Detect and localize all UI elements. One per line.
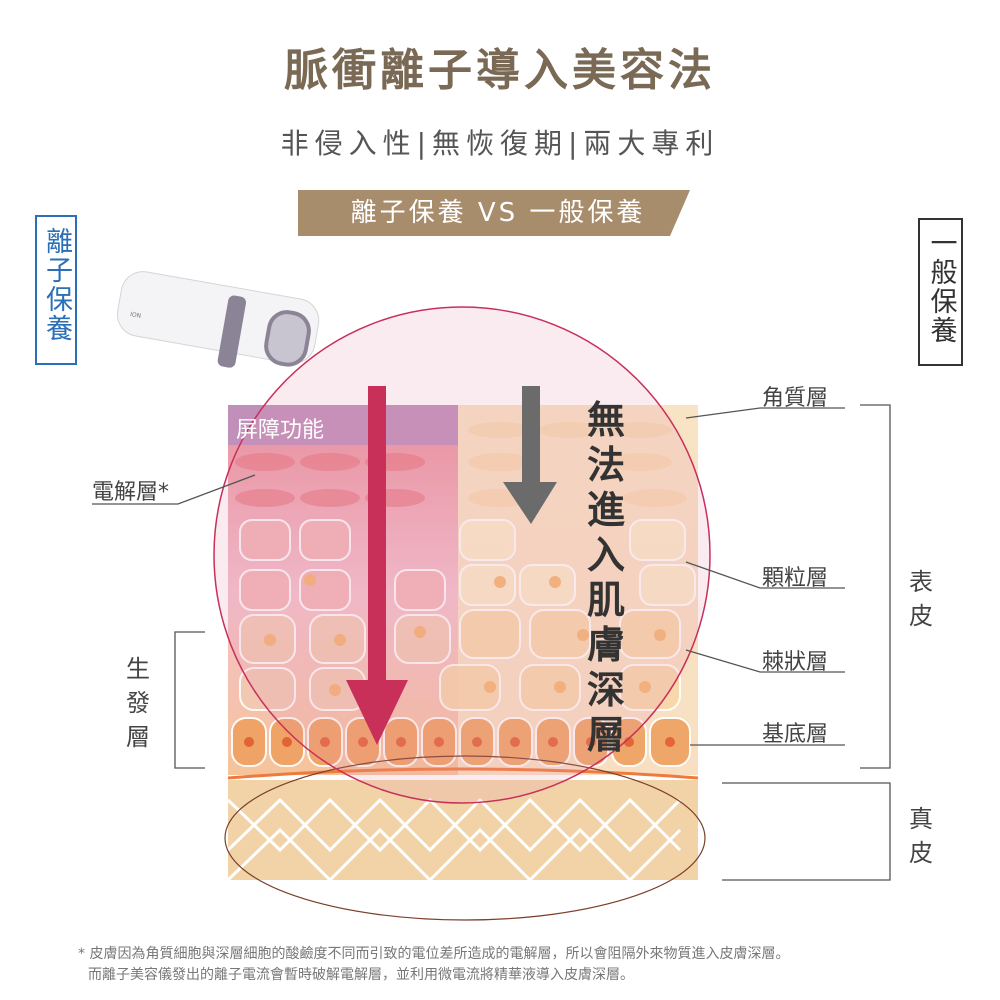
ion-penetration-circle [214, 307, 710, 803]
footnote: * 皮膚因為角質細胞與深層細胞的酸鹼度不同而引致的電位差所造成的電解層，所以會阻… [78, 944, 789, 986]
electrolyte-layer-label: 電解層* [92, 474, 169, 506]
epidermis-label: 表皮 [906, 565, 936, 633]
cannot-penetrate-text: 無法進入肌膚深層 [586, 398, 626, 758]
barrier-label: 屏障功能 [236, 412, 324, 444]
stratum-corneum-label: 角質層 [762, 380, 828, 412]
basal-layer-label: 基底層 [762, 716, 828, 748]
footnote-line-2: 而離子美容儀發出的離子電流會暫時破解電解層，並利用微電流將精華液導入皮膚深層。 [78, 965, 789, 986]
granular-layer-label: 顆粒層 [762, 560, 828, 592]
germinative-layer-label: 生發層 [123, 652, 153, 754]
spinous-layer-label: 棘狀層 [762, 644, 828, 676]
ion-device [114, 268, 322, 368]
footnote-line-1: * 皮膚因為角質細胞與深層細胞的酸鹼度不同而引致的電位差所造成的電解層，所以會阻… [78, 944, 789, 965]
dermis-label: 真皮 [906, 802, 936, 870]
